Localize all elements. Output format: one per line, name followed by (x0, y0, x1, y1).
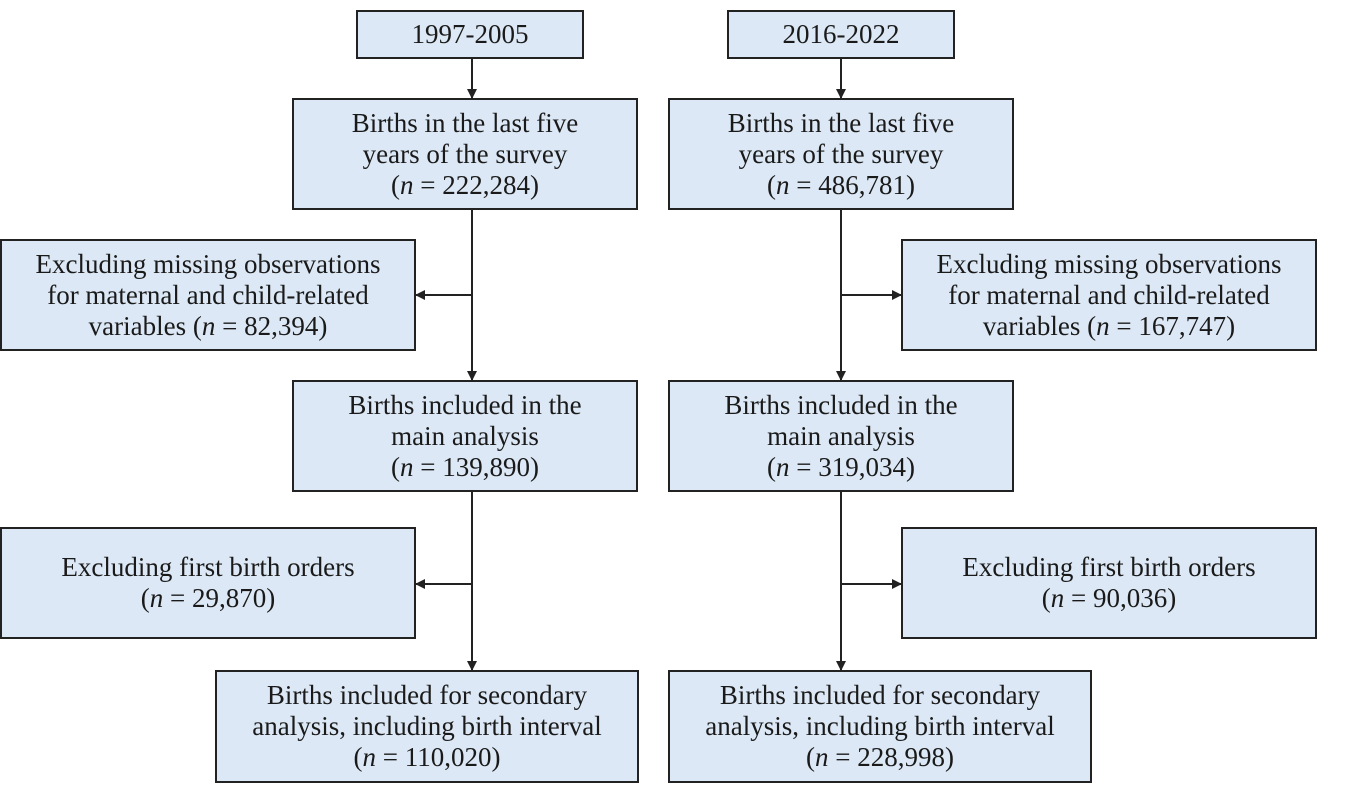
right-births-last-five-n: 486,781 (818, 169, 906, 200)
box-text-line: analysis, including birth interval (705, 711, 1055, 741)
box-text-line: Births included in the (348, 389, 582, 420)
left-secondary-n: 110,020 (404, 742, 492, 772)
right-excluding-missing-n: 167,747 (1138, 310, 1227, 341)
right-main-analysis-box: Births included in the main analysis (n … (668, 380, 1014, 492)
right-excluding-first-box: Excluding first birth orders (n = 90,036… (901, 527, 1317, 639)
sample-size: (n = 222,284) (391, 169, 539, 200)
sample-size: variables (n = 167,747) (982, 310, 1236, 341)
left-period-label: 1997-2005 (411, 19, 529, 49)
box-text-line: Births included in the (724, 389, 958, 420)
right-period-box: 2016-2022 (727, 10, 955, 59)
box-text-line: for maternal and child-related (948, 279, 1270, 310)
right-excluding-missing-box: Excluding missing observations for mater… (901, 239, 1317, 351)
box-text-line: Births included for secondary (266, 680, 588, 710)
right-main-analysis-n: 319,034 (818, 451, 906, 482)
right-births-last-five-box: Births in the last five years of the sur… (668, 98, 1014, 210)
left-excluding-first-n: 29,870 (191, 583, 267, 613)
box-text-line: years of the survey (738, 138, 944, 169)
box-text-line: main analysis (767, 420, 915, 451)
right-period-label: 2016-2022 (782, 19, 900, 49)
left-main-analysis-box: Births included in the main analysis (n … (292, 380, 638, 492)
box-text-line: Excluding first birth orders (962, 552, 1256, 582)
left-period-box: 1997-2005 (356, 10, 584, 59)
left-main-analysis-n: 139,890 (442, 451, 530, 482)
box-text-line: Births in the last five (351, 107, 579, 138)
sample-size: (n = 486,781) (767, 169, 915, 200)
sample-size: (n = 228,998) (806, 742, 954, 772)
left-excluding-first-box: Excluding first birth orders (n = 29,870… (0, 527, 416, 639)
right-excluding-first-n: 90,036 (1092, 583, 1168, 613)
box-text-line: for maternal and child-related (47, 279, 369, 310)
sample-size: (n = 139,890) (391, 451, 539, 482)
sample-size: variables (n = 82,394) (88, 310, 328, 341)
sample-size: (n = 319,034) (767, 451, 915, 482)
sample-size: (n = 110,020) (353, 742, 501, 772)
left-excluding-missing-box: Excluding missing observations for mater… (0, 239, 416, 351)
box-text-line: years of the survey (362, 138, 568, 169)
box-text-line: Excluding missing observations (35, 248, 381, 279)
right-secondary-box: Births included for secondary analysis, … (668, 670, 1092, 783)
left-births-last-five-box: Births in the last five years of the sur… (292, 98, 638, 210)
right-secondary-n: 228,998 (857, 742, 945, 772)
box-text-line: analysis, including birth interval (252, 711, 602, 741)
sample-size: (n = 29,870) (140, 583, 276, 613)
box-text-line: Excluding first birth orders (61, 552, 355, 582)
box-text-line: Births in the last five (727, 107, 955, 138)
box-text-line: main analysis (391, 420, 539, 451)
sample-size: (n = 90,036) (1041, 583, 1177, 613)
left-births-last-five-n: 222,284 (442, 169, 530, 200)
left-secondary-box: Births included for secondary analysis, … (215, 670, 639, 783)
left-excluding-missing-n: 82,394 (244, 310, 319, 341)
box-text-line: Excluding missing observations (936, 248, 1282, 279)
box-text-line: Births included for secondary (719, 680, 1041, 710)
